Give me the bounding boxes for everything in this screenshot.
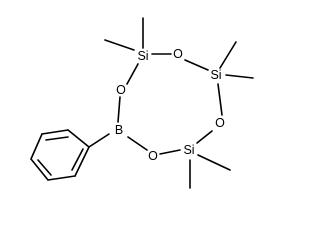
phenyl-double-bond-3 <box>71 148 84 171</box>
phenyl-bond-1 <box>67 129 90 148</box>
bond-o-left-si-top <box>126 63 139 85</box>
phenyl-ring <box>30 129 90 181</box>
bond-boron-o-left <box>117 96 121 123</box>
methyl-si-bottom-a <box>197 154 231 171</box>
atom-o-top-right: O <box>173 47 183 61</box>
phenyl-double-bond-1 <box>45 136 69 141</box>
phenyl-bond-3 <box>30 133 43 160</box>
atom-si-right: Si <box>210 68 221 82</box>
atom-o-right: O <box>215 116 225 130</box>
bond-si-right-o-right <box>217 83 223 116</box>
methyl-si-right-a <box>219 41 237 69</box>
phenyl-bond-4 <box>30 158 49 181</box>
phenyl-bond-6 <box>74 146 90 177</box>
atom-boron: B <box>115 123 123 137</box>
structure-diagram: Si O Si O Si O B O <box>30 17 254 189</box>
atom-o-bottom: O <box>148 149 158 163</box>
bond-o-top-right-si-right <box>184 59 209 71</box>
bond-o-bottom-boron <box>127 136 148 151</box>
phenyl-bond-5 <box>47 175 76 181</box>
bond-boron-phenyl <box>88 133 110 148</box>
atom-si-bottom: Si <box>183 143 194 157</box>
methyl-si-top-b <box>104 39 135 51</box>
bond-o-right-si-bottom <box>196 130 213 144</box>
atom-si-top: Si <box>137 49 148 63</box>
bond-si-bottom-o-bottom <box>159 149 181 155</box>
phenyl-bond-2 <box>41 129 69 135</box>
atom-o-left: O <box>116 83 126 97</box>
molecule-drawing: Si O Si O Si O B O <box>30 17 254 189</box>
phenyl-double-bond-2 <box>37 159 52 176</box>
methyl-si-right-b <box>225 74 254 79</box>
